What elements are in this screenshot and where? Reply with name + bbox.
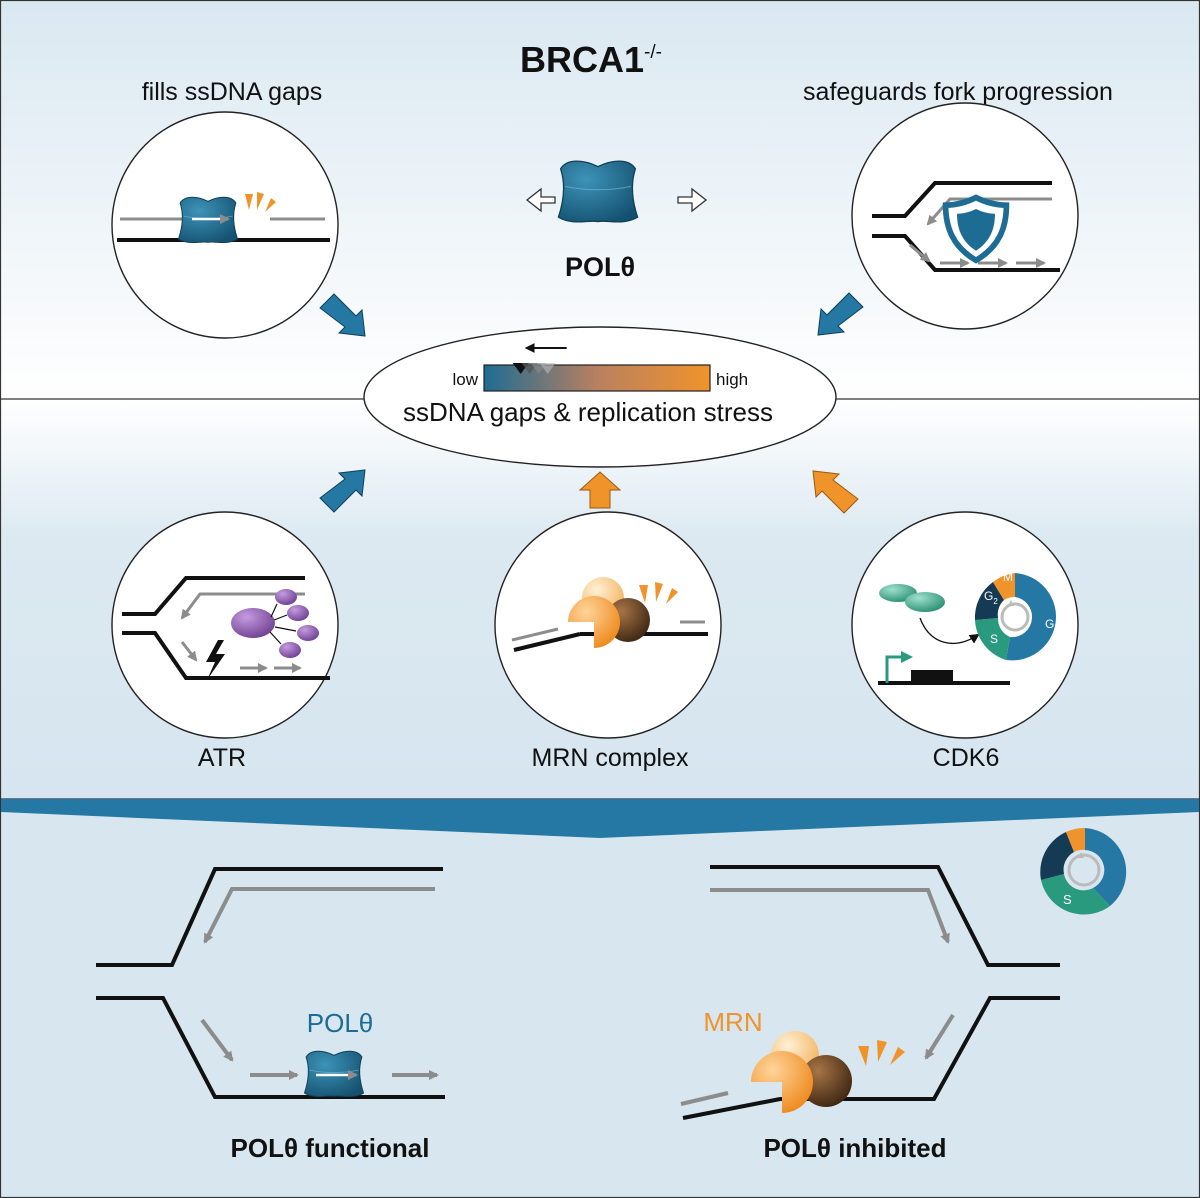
polq-inhibited-label: POLθ inhibited (763, 1133, 946, 1163)
gene-box-icon (911, 670, 953, 683)
promoter-arrow-icon (885, 651, 913, 683)
safeguards-fork-label: safeguards fork progression (803, 78, 1113, 106)
fork-protection-circle (851, 102, 1079, 330)
cycle-m-label: M (1003, 570, 1013, 584)
atr-kinase-icon (231, 608, 275, 638)
cycle-s-label: S (990, 632, 998, 646)
atr-label: ATR (198, 744, 246, 772)
stress-high-label: high (716, 370, 748, 389)
arrow-topright-icon (817, 292, 864, 336)
polq-inhibited-fork: S (680, 827, 1127, 1120)
cdk6-label: CDK6 (933, 744, 1000, 772)
funnel-banner (1, 799, 1199, 838)
polq-bottom-label: POLθ (307, 1008, 374, 1038)
stress-level-marker (512, 343, 567, 374)
mrn-bottom-label: MRN (703, 1007, 762, 1037)
cdk6-circle: M G1 G2 S (851, 511, 1079, 739)
arrow-topleft-icon (319, 293, 366, 337)
cycle-g1-label: G1 (1045, 617, 1059, 634)
polq-large-icon (557, 160, 639, 223)
title: BRCA1-/- (520, 39, 662, 80)
atr-circle (111, 511, 339, 739)
fills-ssdna-gaps-label: fills ssDNA gaps (142, 78, 323, 106)
stress-low-label: low (452, 370, 478, 389)
lightning-icon (206, 640, 225, 680)
cycle-g2-label: G2 (984, 589, 998, 606)
mrn-circle (494, 511, 722, 739)
polq-functional-fork (96, 867, 445, 1099)
left-hollow-arrow-icon (525, 187, 556, 213)
polq-center: POLθ (525, 160, 708, 282)
arrow-atr-icon (319, 469, 366, 513)
cycle-bottom-s-label: S (1063, 892, 1072, 907)
right-hollow-arrow-icon (677, 187, 708, 213)
fills-gaps-circle (111, 111, 339, 339)
polq-functional-label: POLθ functional (231, 1133, 430, 1163)
nbs1-bottom-icon (751, 1051, 813, 1113)
stress-ellipse: low high ssDNA gaps & replication stress (363, 326, 837, 468)
cell-cycle-bottom-icon (1040, 827, 1127, 915)
arrow-cdk6-icon (812, 470, 859, 514)
rad50-bottom-icon (800, 1055, 852, 1107)
mrn-bottom-damage-icon (858, 1040, 905, 1066)
stress-label: ssDNA gaps & replication stress (403, 397, 773, 427)
polq-label: POLθ (565, 252, 635, 282)
mrn-damage-icon (639, 582, 678, 604)
nbs1-icon (568, 596, 620, 648)
mrn-label: MRN complex (532, 744, 689, 772)
cyclin-icon (905, 592, 945, 612)
arrow-mrn-icon (578, 471, 622, 509)
orange-damage-icon (245, 192, 276, 212)
cell-cycle-icon (974, 573, 1057, 661)
